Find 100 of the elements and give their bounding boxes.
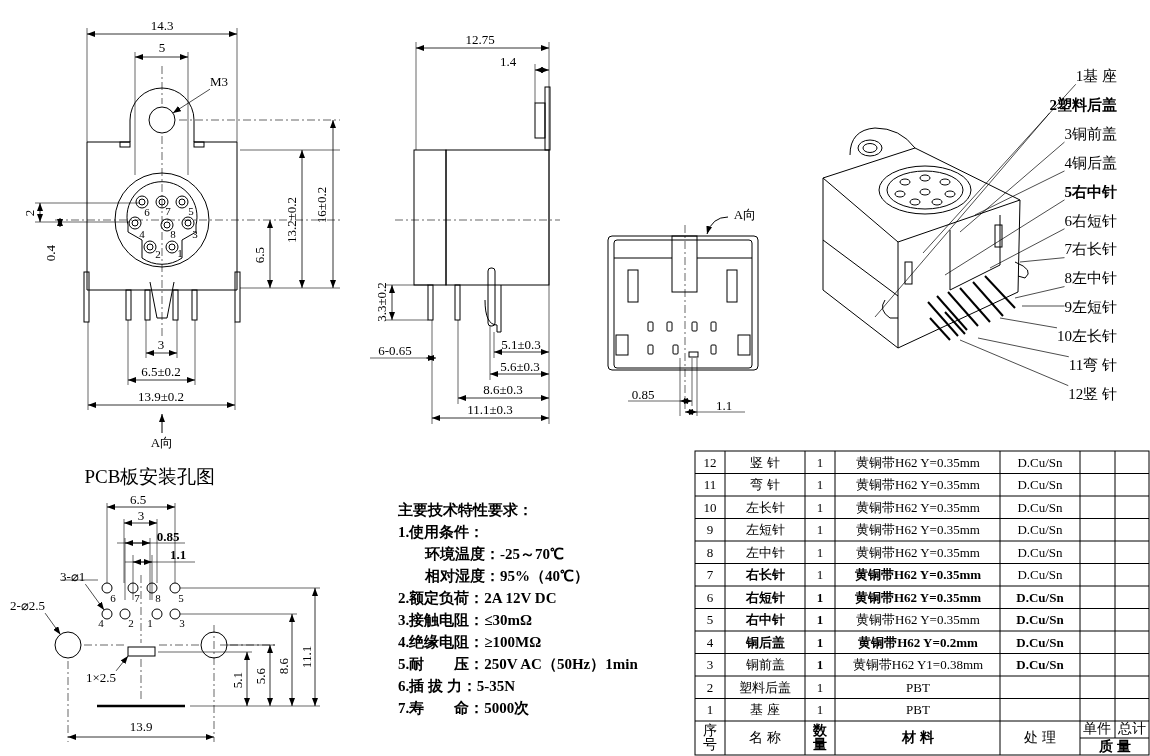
dimension-text: 13.9±0.2 <box>137 389 185 405</box>
mounting-hole <box>54 631 82 659</box>
table-cell: 铜后盖 <box>745 635 785 650</box>
table-cell: 1 <box>816 477 824 493</box>
table-cell: 6 <box>706 590 714 605</box>
dimension-text: 2 <box>22 209 38 217</box>
view-label: A向 <box>733 207 757 223</box>
dimension-text: 5 <box>158 40 166 56</box>
table-cell: 黄铜带H62 Y=0.35mm <box>854 590 982 605</box>
table-cell: 右短针 <box>745 590 785 605</box>
table-cell: 右长针 <box>745 567 785 583</box>
dimension-text: 12.75 <box>465 32 495 48</box>
table-cell: 1 <box>816 590 824 605</box>
dimension-text: 11.1±0.3 <box>467 402 513 418</box>
table-header: 单件 <box>1083 721 1111 737</box>
table-cell: 铜前盖 <box>745 657 785 673</box>
dimension-text: 11.1 <box>299 645 315 669</box>
dimension-text: 6.5±0.2 <box>141 364 181 380</box>
table-cell: 黄铜带H62 Y1=0.38mm <box>852 657 984 673</box>
table-cell: 1 <box>816 657 824 673</box>
table-header: 质 量 <box>1099 739 1131 755</box>
callout-label: 9左短针 <box>1064 298 1117 316</box>
pin-number: 1 <box>147 616 153 630</box>
table-cell: 5 <box>706 612 714 628</box>
table-cell: 3 <box>706 657 714 673</box>
table-cell: 1 <box>816 522 824 538</box>
dimension-text: 5.1±0.3 <box>501 337 541 353</box>
table-cell: 12 <box>703 455 717 470</box>
table-cell: 黄铜带H62 Y=0.35mm <box>856 455 980 470</box>
table-cell: 左短针 <box>745 522 785 538</box>
pin-number: 5 <box>178 591 184 605</box>
dimension-text: 5.6±0.3 <box>500 359 540 375</box>
table-cell: 黄铜带H62 Y=0.35mm <box>856 522 980 538</box>
callout-label: 1×2.5 <box>86 670 117 686</box>
table-cell: 塑料后盖 <box>739 680 791 695</box>
spec-text: 3.接触电阻：≤30mΩ <box>398 611 532 629</box>
dimension-text: 1.1 <box>715 398 733 414</box>
table-cell: 右中针 <box>745 612 785 628</box>
callout-label: 2塑料后盖 <box>1049 96 1117 114</box>
callout-label: 3-⌀1 <box>60 569 86 585</box>
leader-line <box>974 170 1065 216</box>
callout-label: 2-⌀2.5 <box>10 598 46 614</box>
spec-text: 7.寿 命：5000次 <box>398 699 530 717</box>
callout-label: 11弯 针 <box>1068 356 1117 374</box>
pin-number: 3 <box>179 616 185 630</box>
slot-hole <box>127 646 156 657</box>
dimension-text: 8.6 <box>276 657 292 675</box>
pin-number: 8 <box>155 591 161 605</box>
table-cell: D.Cu/Sn <box>1016 657 1064 673</box>
spec-text: 2.额定负荷：2A 12V DC <box>398 589 557 607</box>
table-cell: 1 <box>816 545 824 560</box>
dimension-text: 5.6 <box>253 667 269 685</box>
table-cell: 1 <box>706 702 714 718</box>
dimension-text: 3 <box>137 508 145 524</box>
table-cell: 9 <box>706 522 714 538</box>
table-cell: 左中针 <box>745 545 785 560</box>
table-cell: 黄铜带H62 Y=0.35mm <box>856 500 980 515</box>
leader-line <box>977 337 1070 358</box>
spec-text: 6.插 拔 力：5-35N <box>398 677 516 695</box>
dimension-text: 6.5 <box>252 246 268 264</box>
dimension-text: 3.3±0.2 <box>374 282 390 322</box>
table-cell: 黄铜带H62 Y=0.35mm <box>856 612 980 628</box>
pin-number: 8 <box>170 227 176 241</box>
table-cell: 1 <box>816 612 824 628</box>
table-cell: 1 <box>816 567 824 583</box>
table-header: 名 称 <box>749 730 781 746</box>
leader-line <box>959 141 1065 233</box>
pin-number: 4 <box>98 616 104 630</box>
spec-text: 相对湿度：95%（40℃） <box>425 567 589 585</box>
pin-number: 7 <box>134 591 140 605</box>
callout-label: 8左中针 <box>1064 270 1117 287</box>
table-header: 序号 <box>702 724 718 752</box>
dimension-text: 13.9 <box>129 719 153 735</box>
dimension-text: 1.4 <box>499 54 517 70</box>
dimension-text: 0.85 <box>631 387 655 403</box>
table-header: 材 料 <box>902 730 934 746</box>
table-cell: 黄铜带H62 Y=0.2mm <box>858 635 978 650</box>
leader-line <box>1014 286 1065 299</box>
leader-line <box>989 228 1065 269</box>
table-cell: D.Cu/Sn <box>1016 590 1064 605</box>
callout-label: 6右短针 <box>1064 212 1117 229</box>
pin-number: 3 <box>192 227 198 241</box>
table-cell: 竖 针 <box>750 455 780 470</box>
leader-line <box>874 112 1050 318</box>
leader-line <box>1021 305 1065 307</box>
table-cell: 黄铜带H62 Y=0.35mm <box>856 477 980 493</box>
table-cell: 2 <box>706 680 714 695</box>
table-header: 总计 <box>1118 721 1146 737</box>
table-header: 数量 <box>812 724 828 752</box>
pin-number: 7 <box>165 204 171 218</box>
spec-heading: 主要技术特性要求： <box>398 501 533 519</box>
view-label: A向 <box>150 435 174 451</box>
table-cell: D.Cu/Sn <box>1017 522 1063 538</box>
dimension-text: 1.1 <box>169 547 187 563</box>
table-cell: 10 <box>703 500 717 515</box>
dimension-text: 3 <box>157 337 165 353</box>
dimension-text: 0.85 <box>156 529 180 545</box>
callout-label: 4铜后盖 <box>1064 154 1117 171</box>
dimension-text: 6.5 <box>129 492 147 508</box>
callout-label: 12竖 针 <box>1068 385 1117 403</box>
